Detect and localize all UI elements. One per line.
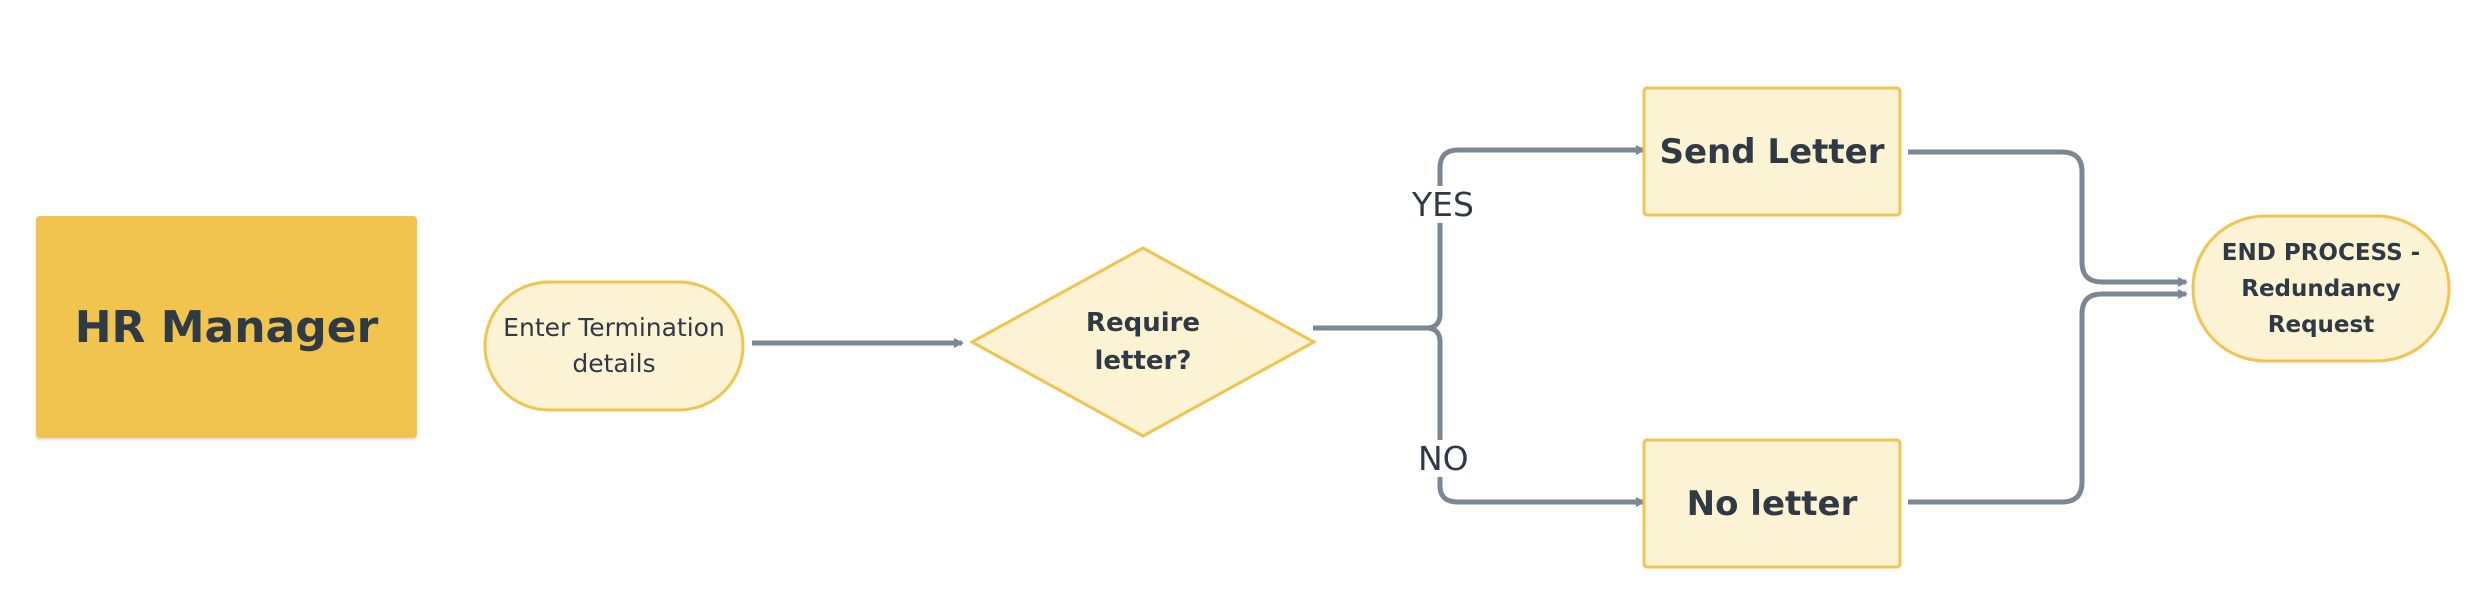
start-node[interactable]: Enter Termination details	[495, 292, 733, 400]
start-node-shape	[483, 280, 745, 412]
start-node-label: Enter Termination details	[503, 313, 725, 378]
no-letter-node-shape	[1642, 438, 1902, 569]
decision-node-label: Require letter?	[1085, 308, 1201, 376]
connector-no-letter-to-end	[1908, 289, 2188, 505]
decision-node[interactable]: Require letter?	[1058, 290, 1228, 394]
connector-decision-to-no-letter	[1425, 325, 1646, 507]
end-node-shape	[2191, 214, 2451, 363]
decision-node-shape	[968, 246, 1318, 438]
send-letter-node-shape	[1642, 86, 1902, 217]
end-node-label: END PROCESS - Redundancy Request	[2221, 239, 2421, 338]
end-node[interactable]: END PROCESS - Redundancy Request	[2208, 226, 2434, 351]
no-letter-node[interactable]: No letter	[1644, 440, 1900, 567]
edge-label-no: NO	[1414, 440, 1473, 477]
connector-decision-fork	[1313, 145, 1646, 331]
no-letter-node-label: No letter	[1686, 483, 1858, 524]
connector-send-letter-to-end	[1908, 149, 2188, 287]
send-letter-node-label: Send Letter	[1659, 131, 1885, 172]
edge-label-yes: YES	[1408, 186, 1478, 223]
swimlane-label: HR Manager	[74, 301, 379, 353]
swimlane-hr-manager: HR Manager	[36, 216, 417, 438]
send-letter-node[interactable]: Send Letter	[1644, 88, 1900, 215]
